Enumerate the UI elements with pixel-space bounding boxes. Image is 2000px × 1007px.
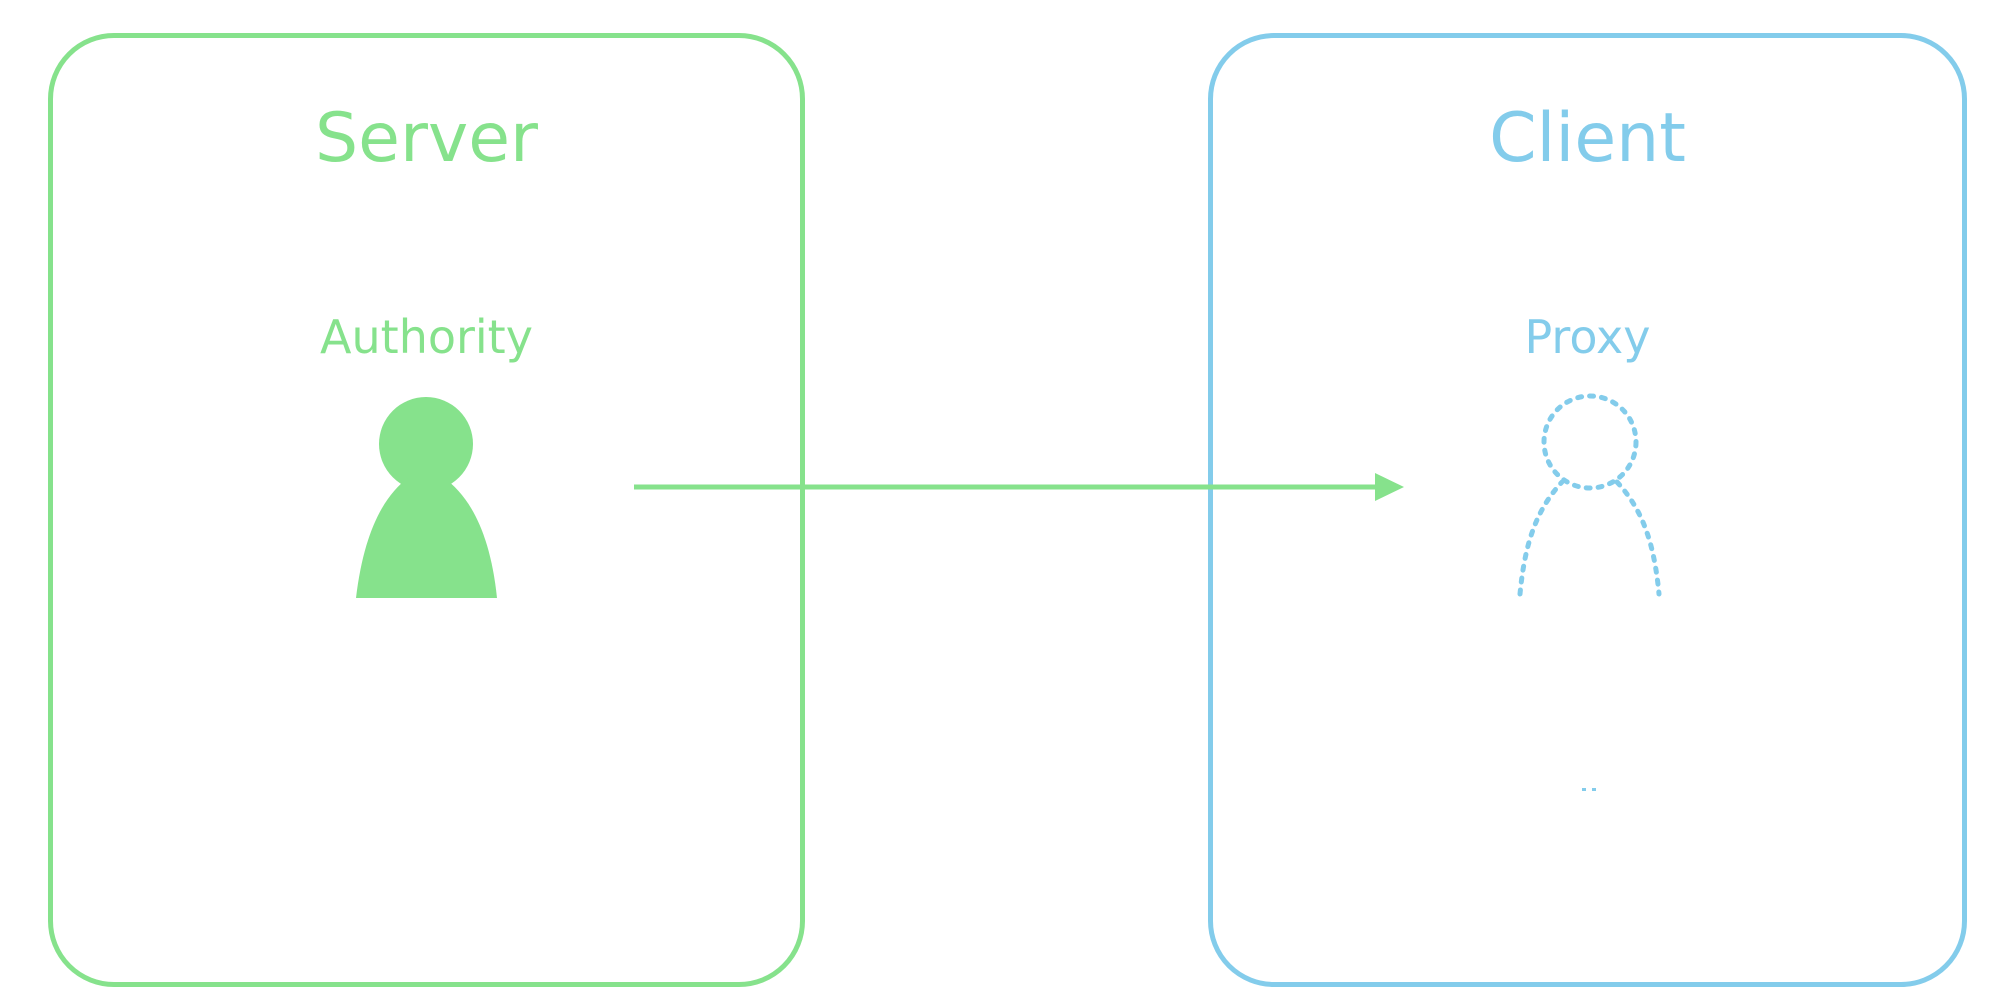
server-title: Server bbox=[315, 99, 538, 178]
server-panel: Server Authority bbox=[48, 33, 805, 987]
authority-label: Authority bbox=[320, 310, 533, 364]
client-title: Client bbox=[1489, 99, 1686, 178]
proxy-label: Proxy bbox=[1524, 310, 1651, 364]
client-panel: Client Proxy bbox=[1208, 33, 1967, 987]
